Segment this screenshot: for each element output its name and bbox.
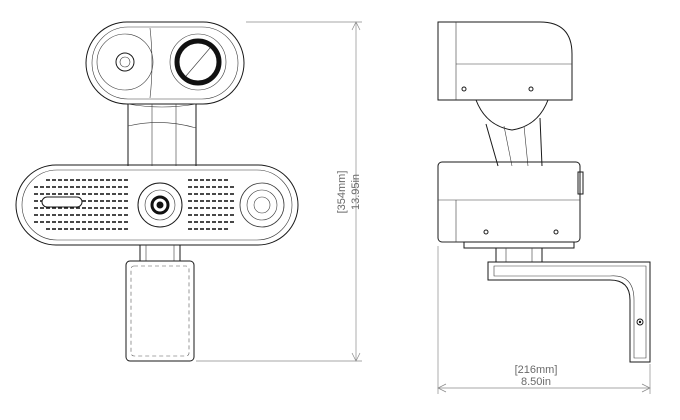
- side-camera-head: [437, 21, 573, 101]
- width-in-label: 8.50in: [521, 376, 551, 388]
- side-head-body: [437, 21, 573, 101]
- side-column: [475, 99, 549, 167]
- speaker-outer: [239, 182, 285, 228]
- connector-neck-lines: [145, 245, 175, 261]
- width-mm-label: [216mm]: [515, 364, 558, 376]
- column-top-edge: [127, 103, 197, 108]
- side-body-shell: [437, 161, 581, 243]
- speaker-grille: [34, 179, 234, 230]
- side-body-screw-left: [483, 229, 489, 235]
- camera-head-split-line: [149, 27, 153, 99]
- right-lens-bezel: [169, 33, 227, 91]
- center-knob-core: [156, 201, 164, 209]
- front-column: [127, 103, 197, 166]
- side-pivot: [475, 99, 549, 131]
- camera-head: [85, 21, 245, 105]
- status-led-bar: [41, 196, 83, 208]
- side-connector-neck: [495, 248, 543, 262]
- width-arrows: [437, 383, 651, 393]
- side-view: [437, 21, 651, 363]
- left-sensor-core: [119, 56, 131, 68]
- front-view: [15, 21, 299, 362]
- height-in-label: 13.95in: [350, 174, 362, 210]
- column-body: [127, 104, 197, 166]
- side-body-screw-right: [553, 229, 559, 235]
- side-column-facets: [503, 125, 529, 167]
- side-bracket-inner-edge: [493, 265, 647, 359]
- speaker-inner: [253, 196, 271, 214]
- side-connector-neck-lines: [505, 248, 533, 262]
- side-bracket-screw: [636, 318, 644, 326]
- main-body-inner-edge: [21, 169, 293, 241]
- center-knob-lens: [150, 195, 170, 215]
- side-wall-bracket: [487, 261, 651, 363]
- front-connector: [139, 244, 181, 262]
- left-sensor-bezel: [96, 33, 154, 91]
- bracket-hidden-edge: [130, 265, 190, 357]
- right-lens-ring: [174, 38, 222, 86]
- column-facets: [151, 104, 177, 166]
- side-connector: [463, 241, 575, 262]
- camera-head-body: [85, 21, 245, 105]
- side-bracket-screw-core: [638, 320, 642, 324]
- bracket-block: [125, 260, 195, 362]
- main-body: [15, 164, 299, 246]
- side-body-port: [577, 171, 584, 195]
- side-main-body: [437, 161, 584, 243]
- right-lens-glare: [185, 47, 211, 77]
- side-head-screw-left: [461, 86, 467, 92]
- left-sensor-lens: [115, 52, 135, 72]
- column-joint: [127, 122, 197, 129]
- side-bracket-profile: [487, 261, 651, 363]
- camera-head-inner-edge: [91, 26, 239, 100]
- front-bracket: [125, 260, 195, 362]
- height-mm-label: [354mm]: [336, 171, 348, 214]
- height-arrows: [351, 21, 361, 362]
- width-dimension: [216mm] 8.50in: [437, 246, 651, 394]
- side-column-body: [485, 117, 543, 167]
- center-knob-ring: [144, 189, 176, 221]
- height-dimension: [354mm] 13.95in: [196, 21, 362, 362]
- speaker-middle: [246, 189, 278, 221]
- side-head-screw-right: [528, 86, 534, 92]
- side-connector-plate: [463, 241, 575, 249]
